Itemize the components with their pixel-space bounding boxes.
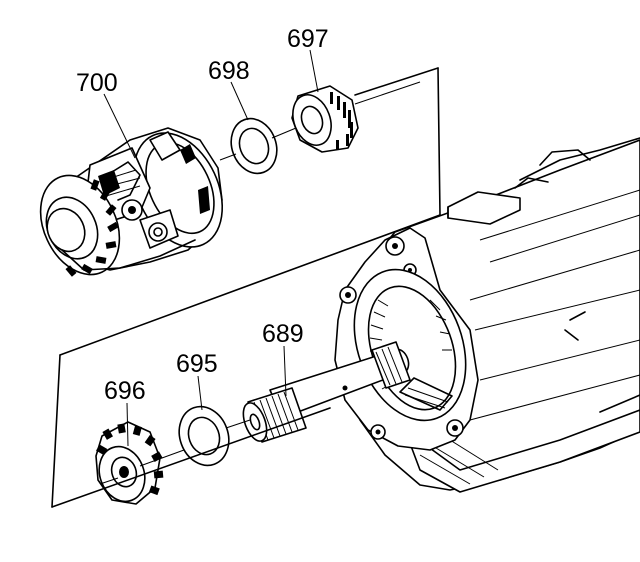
axis-lines <box>99 81 421 485</box>
gear-696 <box>95 421 164 505</box>
callout-689: 689 <box>262 320 304 348</box>
callout-698: 698 <box>208 57 250 85</box>
callout-695: 695 <box>176 350 218 378</box>
output-shaft-689 <box>242 341 411 443</box>
callout-labels: 700 698 697 689 695 696 <box>76 25 329 405</box>
thrust-washer-698 <box>230 117 278 175</box>
transmission-case <box>334 137 640 493</box>
leader-lines <box>103 49 319 447</box>
gear-697 <box>291 85 359 153</box>
callout-697: 697 <box>287 25 329 53</box>
differential-assembly <box>39 127 224 277</box>
callout-700: 700 <box>76 69 118 97</box>
exploded-bracket-lines <box>51 67 441 508</box>
callout-696: 696 <box>104 377 146 405</box>
thrust-washer-695 <box>178 405 230 467</box>
